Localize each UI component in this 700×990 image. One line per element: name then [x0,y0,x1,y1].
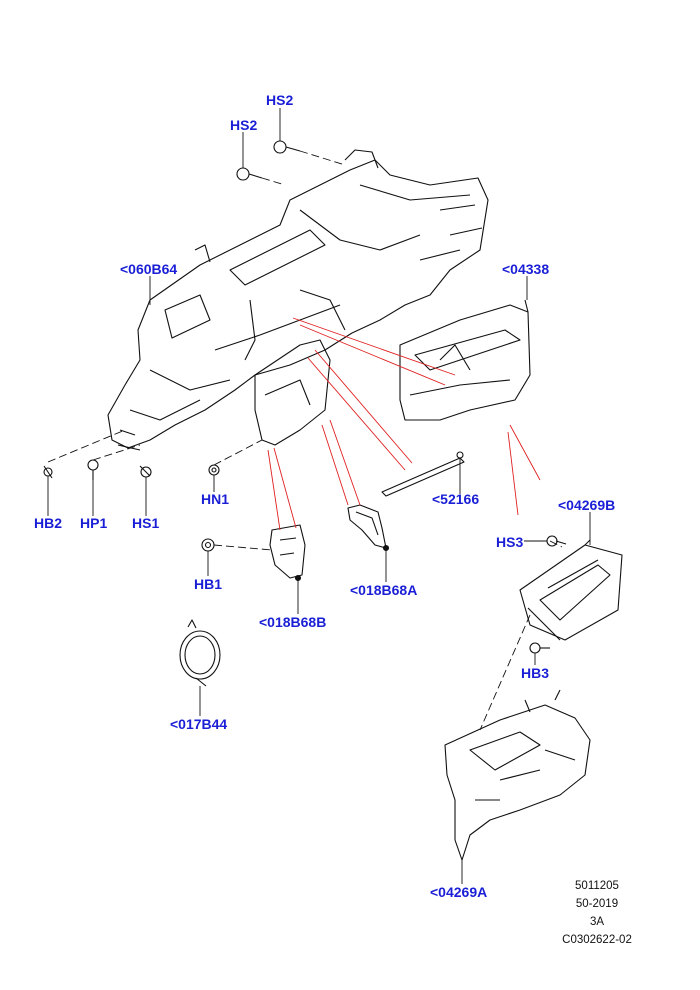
callout-018b68a[interactable]: <018B68A [350,582,418,598]
support-rod-part [381,451,465,497]
fastener-hb3 [529,642,550,654]
fastener-hs2-top [273,140,301,154]
callout-52166[interactable]: <52166 [432,491,480,507]
fastener-hb1 [201,538,215,552]
lower-bracket-04269a-part [444,689,591,861]
center-support-bracket [254,339,331,446]
fastener-hs1 [139,465,152,478]
callout-hb1[interactable]: HB1 [194,576,223,592]
callout-hp1[interactable]: HP1 [80,515,108,531]
black-leader-lines [47,108,591,884]
red-reference-lines [267,317,541,531]
reference-line-2: 50-2019 [575,898,619,910]
callout-hs1[interactable]: HS1 [132,515,160,531]
callout-04269a[interactable]: <04269A [430,884,488,900]
callout-hb3[interactable]: HB3 [521,665,550,681]
bracket-018b68a-part [347,504,390,552]
reference-line-1: 5011205 [575,880,619,892]
callout-hs2-left[interactable]: HS2 [230,117,258,133]
callout-017b44[interactable]: <017B44 [170,716,228,732]
glovebox-bin-part [399,299,531,421]
reference-line-3: 3A [589,916,605,928]
callout-hs3[interactable]: HS3 [496,534,524,550]
band-clamp-017b44-part [179,619,221,687]
callout-hn1[interactable]: HN1 [201,491,230,507]
cross-car-beam [107,149,489,451]
callout-04269b[interactable]: <04269B [558,497,616,513]
bracket-018b68b-part [269,524,306,582]
callout-hb2[interactable]: HB2 [34,515,63,531]
callout-018b68b[interactable]: <018B68B [259,614,327,630]
callout-04338[interactable]: <04338 [502,261,550,277]
assembly-centerlines [47,150,563,731]
display-bezel-04269b-part [519,539,623,641]
fastener-hs2-left [236,167,263,181]
reference-line-4: C0302622-02 [562,934,632,946]
fastener-hp1 [87,459,99,480]
fastener-hn1 [208,464,220,476]
callout-hs2-top[interactable]: HS2 [266,92,294,108]
callout-060b64[interactable]: <060B64 [120,261,178,277]
